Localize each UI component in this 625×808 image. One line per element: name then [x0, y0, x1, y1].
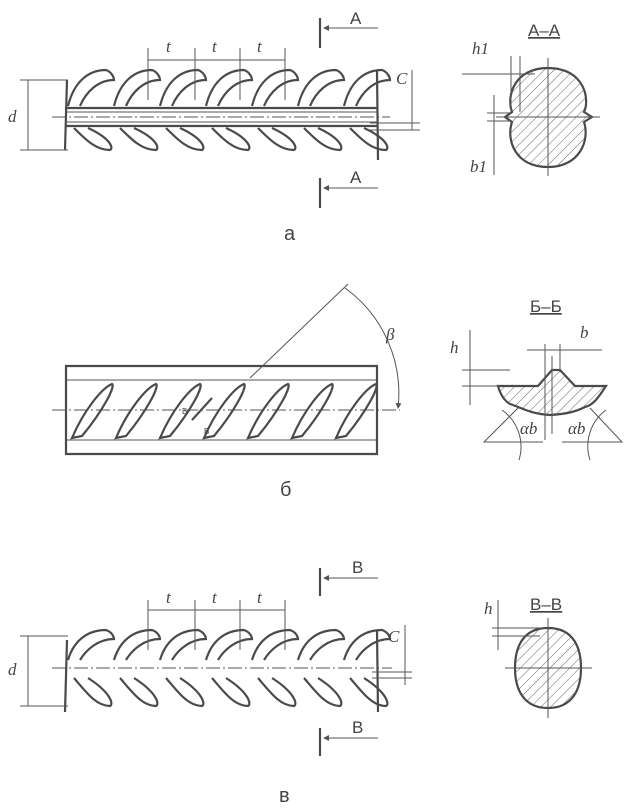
section-label-v: В	[352, 558, 363, 577]
section-label-v: В	[352, 718, 363, 737]
c-dimension-a: C	[370, 69, 420, 131]
top-rib	[204, 628, 254, 661]
bottom-rib	[165, 126, 205, 152]
section-b-b: Б–Б h b αb αb	[450, 297, 624, 461]
angle-beta: β Б Б	[182, 283, 402, 436]
section-title-b-b: Б–Б	[530, 297, 562, 316]
rebar-v-body	[52, 628, 392, 713]
section-mark-v-bottom: В	[318, 718, 378, 756]
section-a-a: А–А h1 b1	[462, 21, 600, 176]
top-rib	[66, 68, 116, 107]
top-rib	[296, 628, 346, 661]
rebar-b-body	[52, 364, 400, 456]
bottom-rib	[119, 126, 159, 152]
diameter-dimension-a: d	[8, 79, 68, 151]
top-rib	[158, 68, 208, 107]
beta-label: β	[385, 325, 395, 344]
diagonal-rib	[334, 382, 378, 440]
bottom-rib	[349, 126, 389, 152]
section-label-a: А	[350, 168, 362, 187]
top-rib	[250, 68, 300, 107]
top-rib	[112, 68, 162, 107]
pitch-label: t	[166, 37, 172, 56]
bottom-rib	[303, 126, 343, 152]
section-mark-a-bottom: А	[318, 168, 378, 208]
bottom-rib	[211, 126, 251, 152]
top-rib	[342, 68, 392, 107]
pitch-label: t	[212, 37, 218, 56]
figure-a: А А t t t d C А–А h1 b1 а	[8, 9, 600, 245]
section-title-v-v: В–В	[530, 595, 562, 614]
section-mark-b: Б	[182, 407, 187, 416]
pitch-dimensions-v: t t t	[147, 588, 286, 650]
top-rib	[66, 628, 116, 661]
figure-v: В В t t t d C В–В h в	[8, 558, 592, 807]
section-mark-v-top: В	[318, 558, 378, 596]
top-rib	[112, 628, 162, 661]
c-dimension-v: C	[372, 625, 412, 685]
c-label: C	[396, 69, 408, 88]
alpha-label-right: αb	[568, 419, 585, 438]
diagonal-rib	[114, 382, 158, 440]
top-rib	[250, 628, 300, 661]
top-rib	[296, 68, 346, 107]
diagonal-rib	[70, 382, 114, 440]
bottom-rib	[257, 677, 297, 708]
top-rib	[342, 628, 392, 661]
diagonal-rib	[290, 382, 334, 440]
h1-label: h1	[472, 39, 489, 58]
section-v-v: В–В h	[484, 595, 592, 718]
figure-b: β Б Б Б–Б h b αb αb б	[52, 283, 624, 501]
diagonal-rib	[202, 382, 246, 440]
section-title-a-a: А–А	[528, 21, 561, 40]
caption-v: в	[279, 785, 290, 807]
pitch-label: t	[166, 588, 172, 607]
diameter-label: d	[8, 107, 17, 126]
bottom-rib	[73, 126, 113, 152]
pitch-label: t	[257, 588, 263, 607]
bottom-rib	[165, 677, 205, 708]
diagonal-rib	[246, 382, 290, 440]
pitch-dimensions-a: t t t	[147, 37, 286, 100]
alpha-label-left: αb	[520, 419, 537, 438]
bottom-rib	[303, 677, 343, 708]
h-label: h	[450, 338, 459, 357]
b1-label: b1	[470, 157, 487, 176]
section-mark-a-top: А	[318, 9, 378, 48]
c-label: C	[388, 627, 400, 646]
top-rib	[204, 68, 254, 107]
diagonal-rib	[158, 382, 202, 440]
section-label-a: А	[350, 9, 362, 28]
caption-a: а	[284, 223, 296, 245]
bottom-rib	[211, 677, 251, 708]
b-label: b	[580, 323, 589, 342]
rebar-a-body	[52, 68, 392, 161]
h-label: h	[484, 599, 493, 618]
caption-b: б	[280, 479, 291, 501]
bottom-rib	[73, 677, 113, 708]
bottom-rib	[257, 126, 297, 152]
section-mark-b: Б	[204, 427, 209, 436]
diameter-label: d	[8, 660, 17, 679]
pitch-label: t	[257, 37, 263, 56]
pitch-label: t	[212, 588, 218, 607]
bottom-rib	[119, 677, 159, 708]
bottom-rib	[349, 677, 389, 708]
top-rib	[158, 628, 208, 661]
diameter-dimension-v: d	[8, 635, 68, 707]
